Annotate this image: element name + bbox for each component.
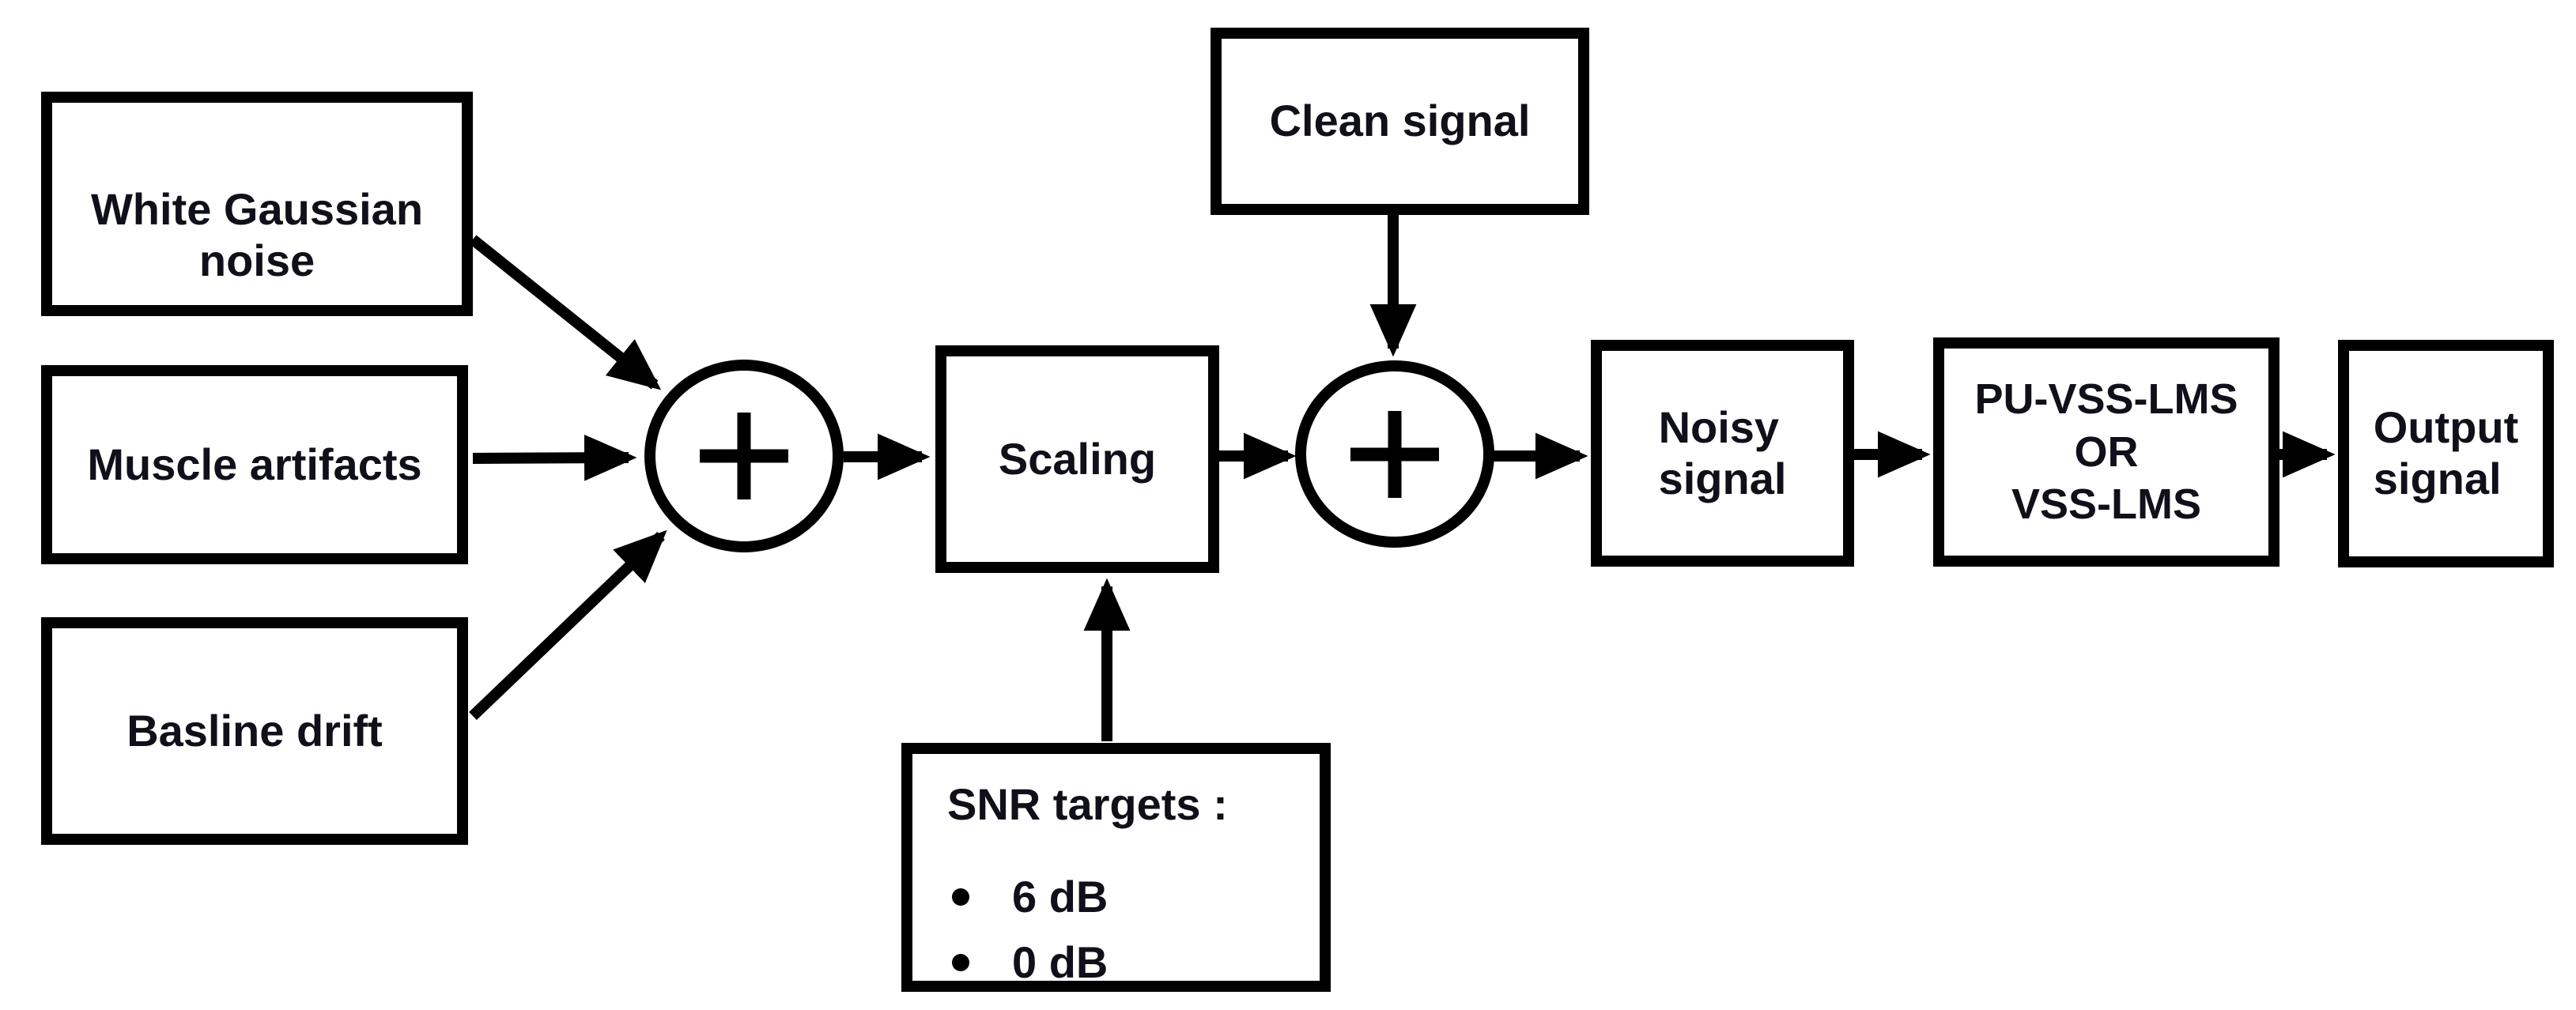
snr-title: SNR targets :: [947, 779, 1228, 829]
node-muscle-artifacts: Muscle artifacts: [41, 365, 468, 564]
snr-bullet-row: 6 dB: [947, 872, 1108, 923]
node-label: PU-VSS-LMS OR VSS-LMS: [1974, 375, 2238, 529]
node-label: Scaling: [998, 433, 1157, 484]
summing-junction-2: [1295, 360, 1494, 548]
snr-bullet-label: 0 dB: [1012, 937, 1109, 987]
node-snr-targets: SNR targets : 6 dB 0 dB: [901, 743, 1331, 992]
node-output-signal: Output signal: [2338, 340, 2554, 567]
node-label: Noisy signal: [1658, 401, 1787, 503]
bullet-icon: [952, 954, 969, 972]
snr-bullet-label: 6 dB: [1012, 871, 1109, 921]
node-label: Basline drift: [127, 705, 383, 756]
node-label: Muscle artifacts: [87, 439, 422, 489]
plus-icon: [1388, 410, 1402, 498]
summing-junction-1: [644, 360, 844, 552]
bullet-icon: [952, 888, 969, 906]
arrow-wgn-to-sum1: [469, 235, 662, 390]
node-label: White Gaussian noise: [90, 184, 424, 285]
node-clean-signal: Clean signal: [1211, 28, 1589, 215]
node-label: Clean signal: [1269, 96, 1531, 146]
node-baseline-drift: Basline drift: [41, 617, 468, 845]
node-noisy-signal: Noisy signal: [1591, 340, 1854, 567]
node-label: Output signal: [2373, 402, 2519, 503]
snr-bullet-row: 0 dB: [947, 937, 1108, 989]
node-scaling: Scaling: [935, 345, 1219, 573]
node-white-gaussian-noise: White Gaussian noise: [41, 92, 473, 316]
arrow-baseline-to-sum1: [469, 529, 667, 721]
plus-icon: [737, 413, 751, 499]
node-adaptive-filter: PU-VSS-LMS OR VSS-LMS: [1933, 337, 2279, 567]
